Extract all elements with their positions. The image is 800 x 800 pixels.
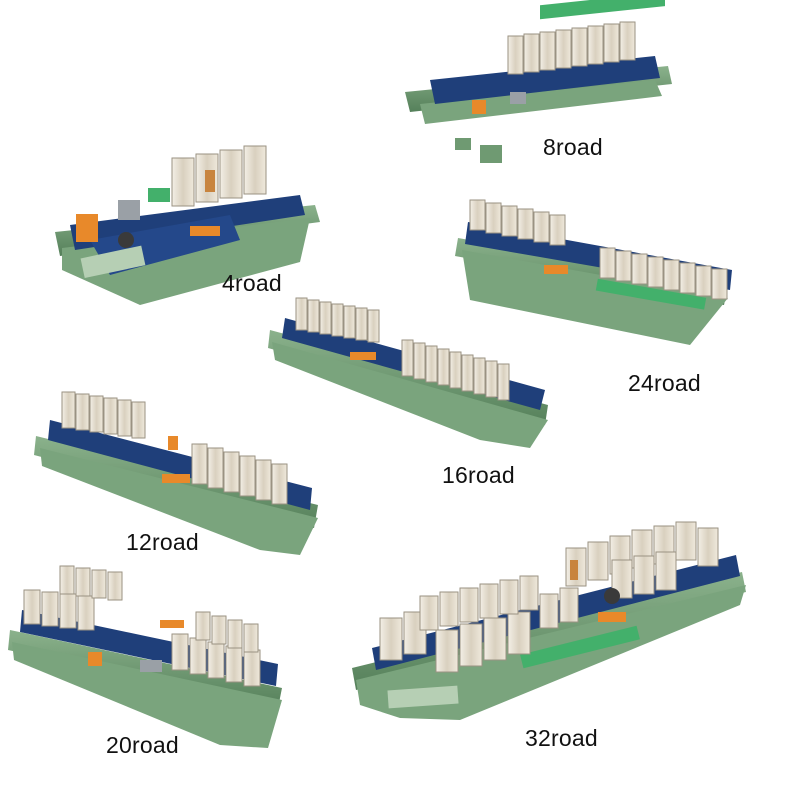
label-24road: 24road [628,370,701,396]
label-32road: 32road [525,725,598,751]
label-12road: 12road [126,529,199,555]
relay-board-4 [55,145,320,305]
relay-board-12 [34,391,318,555]
relay-board-20 [8,565,282,748]
relay-board-8 [405,0,672,163]
relay-board-32 [352,521,746,720]
label-8road: 8road [543,134,603,160]
relay-board-24 [455,199,732,345]
label-16road: 16road [442,462,515,488]
label-20road: 20road [106,732,179,758]
label-4road: 4road [222,270,282,296]
relay-board-16 [268,297,548,448]
